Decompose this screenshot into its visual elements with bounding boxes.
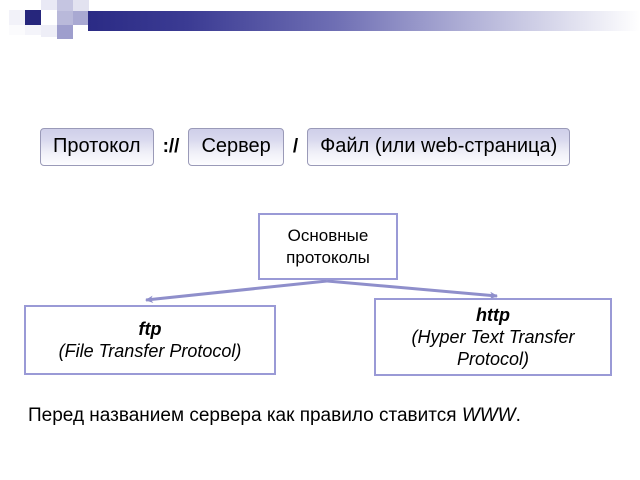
- decor-square: [9, 10, 25, 25]
- node-ftp-name: ftp: [138, 319, 162, 339]
- url-part-server: Сервер: [188, 128, 284, 166]
- url-part-protocol: Протокол: [40, 128, 154, 166]
- footnote: Перед названием сервера как правило став…: [28, 405, 521, 427]
- footnote-emphasis: WWW: [461, 405, 516, 426]
- decor-square: [73, 0, 89, 11]
- decor-square: [41, 25, 57, 37]
- decor-square: [41, 0, 57, 10]
- footnote-text: Перед названием сервера как правило став…: [28, 405, 462, 426]
- url-part-file: Файл (или web-страница): [307, 128, 571, 166]
- decor-square: [9, 25, 25, 35]
- footnote-period: .: [515, 405, 521, 426]
- url-separator-scheme: ://: [162, 136, 180, 157]
- node-http: http (Hyper Text Transfer Protocol): [374, 298, 612, 376]
- decor-square-dark: [25, 10, 41, 25]
- url-separator-slash: /: [292, 136, 299, 157]
- decor-square: [57, 0, 73, 11]
- node-main-protocols-line1: Основные: [287, 225, 369, 245]
- node-ftp-expansion: (File Transfer Protocol): [58, 341, 242, 361]
- node-ftp: ftp (File Transfer Protocol): [24, 305, 276, 375]
- node-http-expansion-line1: (Hyper Text Transfer: [411, 327, 575, 347]
- decor-square: [73, 11, 88, 25]
- node-main-protocols: Основные протоколы: [258, 213, 398, 280]
- connector-to-ftp: [145, 279, 328, 303]
- node-http-expansion-line2: Protocol): [456, 349, 530, 369]
- url-structure-row: Протокол :// Сервер / Файл (или web-стра…: [40, 128, 571, 166]
- node-http-name: http: [476, 305, 510, 325]
- connector-to-http: [326, 279, 498, 300]
- decor-square: [57, 11, 73, 25]
- decor-square: [25, 25, 41, 35]
- node-main-protocols-line2: протоколы: [286, 247, 370, 267]
- decor-square: [57, 25, 73, 39]
- header-gradient-bar: [88, 11, 640, 31]
